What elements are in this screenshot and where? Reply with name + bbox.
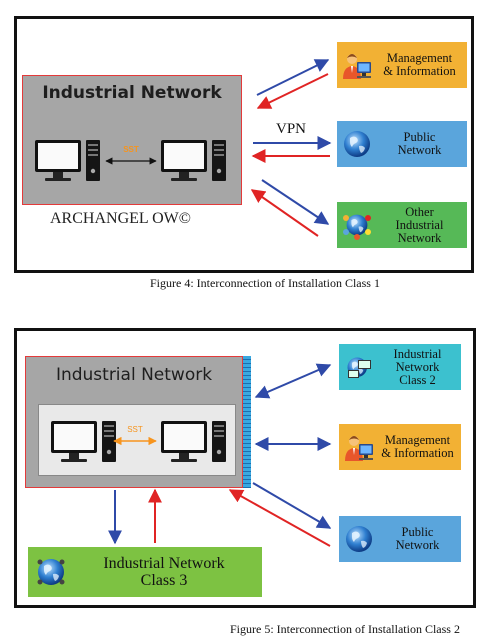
globe-icon [344,131,370,157]
globe-network-icon [37,559,65,585]
figure5-node-management: Management& Information [339,424,461,470]
figure5-caption: Figure 5: Interconnection of Installatio… [230,622,460,636]
figure4-caption: Figure 4: Interconnection of Installatio… [150,276,380,290]
figure5-sst-arrow [113,436,157,446]
figure4-network-title: Industrial Network [42,83,222,103]
people-around-globe-icon [343,214,371,240]
figure4-node-management: Management& Information [337,42,467,88]
manager-at-computer-icon [345,436,373,461]
figure5-arrow-to-public [252,482,332,529]
figure4-arrow-from-other [250,189,319,237]
figure4-arrow-to-management [256,59,330,96]
figure4-arrow-from-management [256,73,329,109]
figure4-brand-label: ARCHANGEL OW© [50,210,191,227]
figure5-arrow-class2 [254,363,332,399]
network-computers-icon [347,357,371,378]
figure4-connection-arrows [250,59,332,237]
figure4-industrial-network-box: Industrial Network SST [22,75,242,205]
figure5-sst-label: SST [127,425,143,434]
figure4-arrow-to-other [261,179,330,225]
globe-icon [346,526,372,552]
figure5-inner-panel: SST [38,404,236,476]
figure4-sst-label: SST [123,145,139,154]
figure5-network-title: Industrial Network [55,365,213,385]
figure4-sst-arrow [105,157,157,165]
figure5-arrow-from-public [228,489,331,547]
figure5-connection-arrows [108,363,332,547]
figure4-vpn-label: VPN [276,121,307,137]
figure5-industrial-network-box: Industrial Network SST [25,356,243,488]
manager-at-computer-icon [343,54,371,79]
figure5-firewall-bar [243,356,251,488]
